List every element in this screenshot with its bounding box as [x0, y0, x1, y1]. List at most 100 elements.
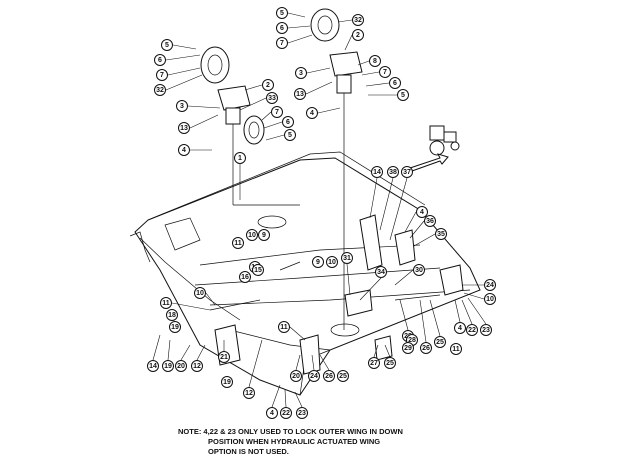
callout-circle	[480, 324, 492, 336]
leader-lines	[152, 12, 487, 408]
callout-label: 30	[415, 267, 423, 274]
part-callout-37: 37	[401, 166, 413, 178]
part-callout-13: 13	[178, 122, 190, 134]
callout-circle	[194, 287, 206, 299]
part-callout-29: 29	[402, 342, 414, 354]
part-callout-1: 1	[234, 152, 246, 164]
callout-circle	[160, 297, 172, 309]
callout-label: 28	[408, 337, 416, 344]
callout-label: 5	[401, 92, 405, 99]
callout-circle	[401, 166, 413, 178]
callout-circle	[337, 370, 349, 382]
part-callout-19: 19	[169, 321, 181, 333]
part-callout-7: 7	[271, 106, 283, 118]
callout-label: 5	[288, 132, 292, 139]
callout-label: 11	[234, 240, 242, 247]
part-callout-6: 6	[282, 116, 294, 128]
right-gearbox-assembly	[310, 8, 363, 330]
part-callout-31: 31	[341, 252, 353, 264]
callout-circle	[454, 322, 466, 334]
callout-label: 16	[241, 274, 249, 281]
callout-circle	[266, 92, 278, 104]
callout-label: 8	[373, 58, 377, 65]
callout-circle	[424, 215, 436, 227]
callout-label: 3	[180, 103, 184, 110]
callout-label: 26	[422, 345, 430, 352]
part-callout-18: 18	[166, 309, 178, 321]
callout-circle	[246, 229, 258, 241]
callout-circle	[276, 7, 288, 19]
callout-circle	[375, 266, 387, 278]
callout-circle	[389, 77, 401, 89]
callout-circle	[306, 107, 318, 119]
part-callout-16: 16	[239, 271, 251, 283]
part-callout-6: 6	[389, 77, 401, 89]
part-callout-13: 13	[294, 88, 306, 100]
callout-label: 36	[426, 218, 434, 225]
callout-circle	[280, 407, 292, 419]
part-callout-4: 4	[178, 144, 190, 156]
part-callout-38: 38	[387, 166, 399, 178]
usage-note: NOTE: 4,22 & 23 ONLY USED TO LOCK OUTER …	[178, 427, 438, 457]
callout-circle	[278, 321, 290, 333]
callout-label: 4	[420, 209, 424, 216]
part-callout-9: 9	[312, 256, 324, 268]
part-callout-30: 30	[413, 264, 425, 276]
callout-label: 14	[149, 363, 157, 370]
callout-circle	[484, 279, 496, 291]
callout-label: 2	[356, 32, 360, 39]
part-callout-6: 6	[154, 54, 166, 66]
callout-label: 25	[386, 360, 394, 367]
callout-label: 7	[280, 40, 284, 47]
callout-circle	[178, 122, 190, 134]
callout-label: 11	[162, 300, 170, 307]
callout-circle	[326, 256, 338, 268]
callout-circle	[402, 342, 414, 354]
callout-circle	[276, 22, 288, 34]
callout-label: 9	[262, 232, 266, 239]
callout-circle	[466, 324, 478, 336]
callout-label: 6	[280, 25, 284, 32]
callout-label: 15	[254, 267, 262, 274]
callout-circle	[352, 14, 364, 26]
callout-circle	[387, 166, 399, 178]
callout-circle	[296, 407, 308, 419]
callout-circle	[243, 387, 255, 399]
part-callout-22: 22	[466, 324, 478, 336]
part-callout-6: 6	[276, 22, 288, 34]
callout-circle	[413, 264, 425, 276]
part-callout-10: 10	[484, 293, 496, 305]
callout-label: 18	[168, 312, 176, 319]
callout-label: 38	[389, 169, 397, 176]
callout-label: 7	[275, 109, 279, 116]
callout-label: 31	[343, 255, 351, 262]
part-callout-11: 11	[160, 297, 172, 309]
callout-label: 21	[220, 354, 228, 361]
callout-circle	[420, 342, 432, 354]
part-callout-12: 12	[243, 387, 255, 399]
callout-label: 11	[452, 346, 460, 353]
callout-label: 27	[370, 360, 378, 367]
callout-circle	[416, 206, 428, 218]
part-callout-25: 25	[434, 336, 446, 348]
part-callout-4: 4	[416, 206, 428, 218]
part-callout-34: 34	[375, 266, 387, 278]
callout-label: 23	[482, 327, 490, 334]
part-callout-9: 9	[258, 229, 270, 241]
left-gearbox-assembly	[200, 46, 300, 206]
part-callout-11: 11	[450, 343, 462, 355]
callout-label: 34	[377, 269, 385, 276]
part-callout-3: 3	[176, 100, 188, 112]
callout-label: 32	[354, 17, 362, 24]
part-callout-26: 26	[323, 370, 335, 382]
callout-circle	[191, 360, 203, 372]
part-callout-10: 10	[326, 256, 338, 268]
note-line-1: NOTE: 4,22 & 23 ONLY USED TO LOCK OUTER …	[178, 427, 403, 436]
callout-circle	[156, 69, 168, 81]
part-callout-11: 11	[278, 321, 290, 333]
callout-circle	[369, 55, 381, 67]
callout-circle	[169, 321, 181, 333]
callout-circle	[282, 116, 294, 128]
callout-label: 10	[486, 296, 494, 303]
callout-circle	[178, 144, 190, 156]
